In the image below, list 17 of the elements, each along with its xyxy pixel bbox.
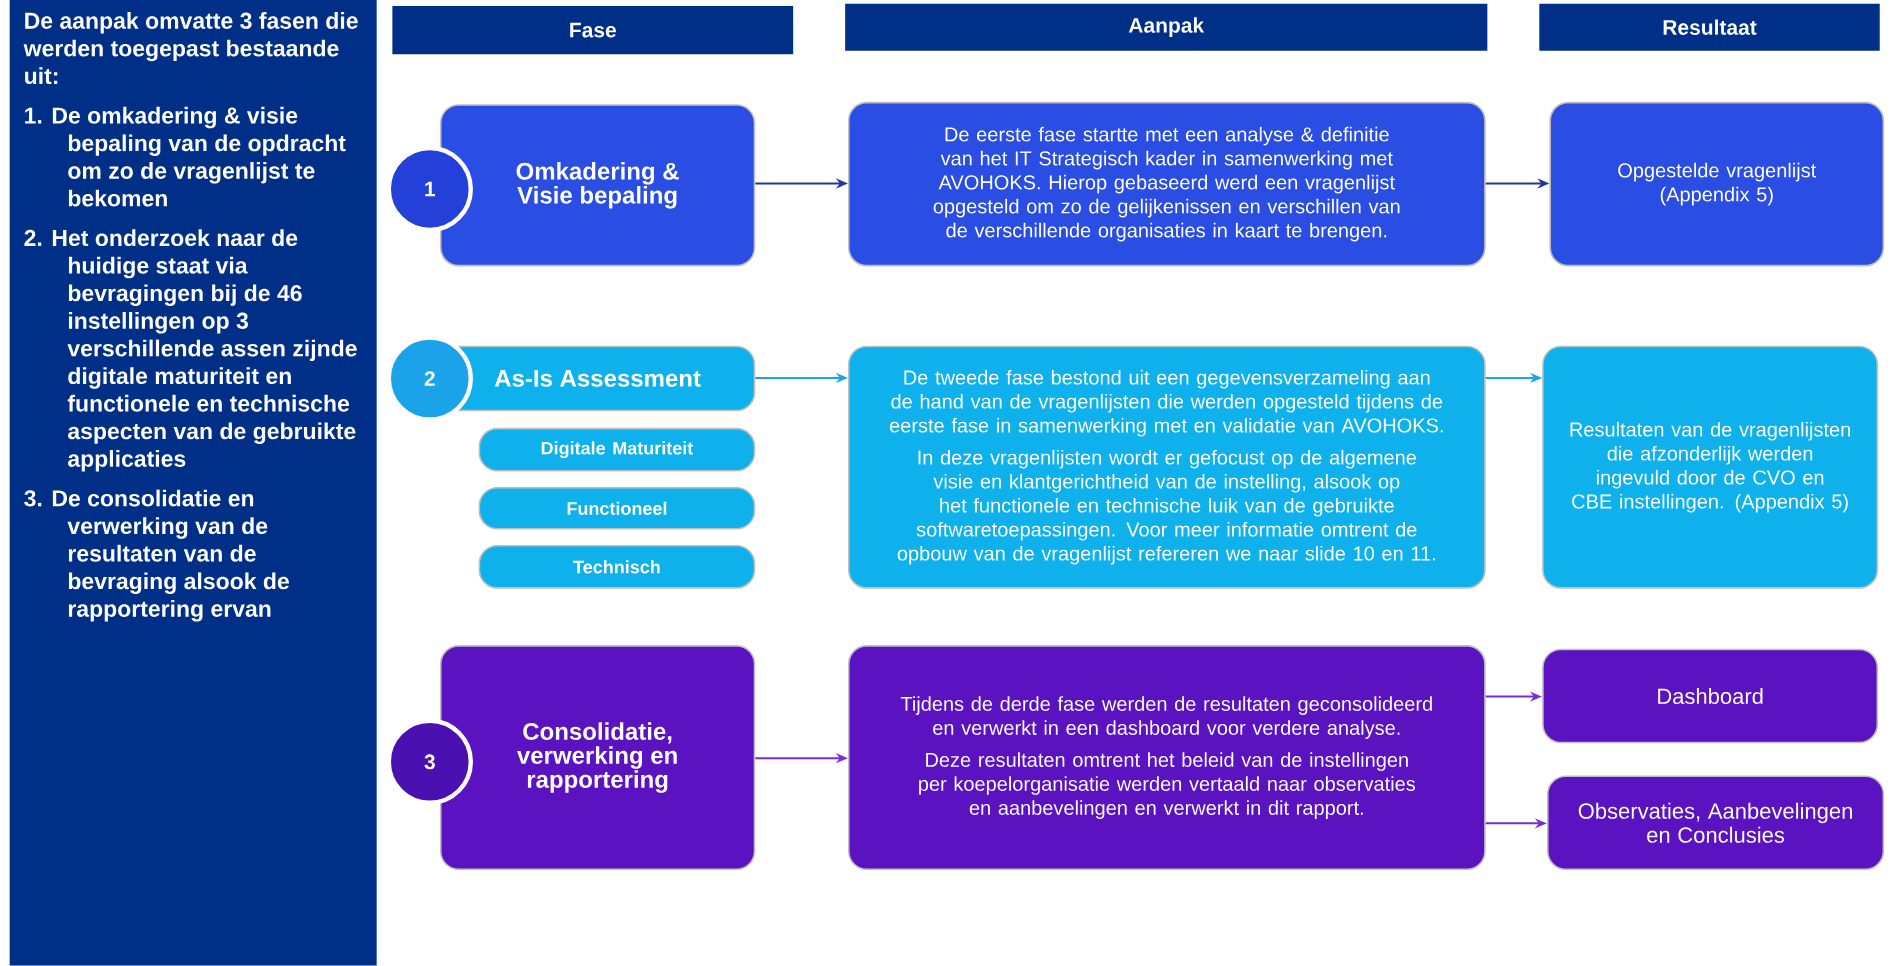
result-box: Resultaten van de vragenlijsten die afzonderlijk werden ingevuld door de CVO en CBE instellingen. (Appendix 5) xyxy=(1542,345,1879,589)
description-box: Tijdens de derde fase werden de resultaten geconsolideerd en verwerkt in een dashboard voor verdere analyse. Deze resultaten omtrent het beleid van de instellingen per koepelorganisatie werden vertaald naar observaties en aanbevelingen en verwerkt in dit rapport. xyxy=(847,645,1486,871)
result-box: Opgestelde vragenlijst (Appendix 5) xyxy=(1549,101,1885,267)
result-box: Dashboard xyxy=(1542,648,1879,744)
sidebar-panel: De aanpak omvatte 3 fasen die werden toegepast bestaande uit: 1. De omkadering & visie bepaling van de opdracht om zo de vragenlijst te bekomen 2. Het onderzoek naar de huidige staat via bevragingen bij de 46 instellingen op 3 verschillende assen zijnde digitale maturiteit en functionele en technische aspecten van de gebruikte applicaties 3. De consolidatie en verwerking van de resultaten van de bevraging alsook de rapportering ervan xyxy=(9,0,377,966)
sub-step-box: Technisch xyxy=(478,545,756,589)
description-box: De eerste fase startte met een analyse & definitie van het IT Strategisch kader in samenwerking met AVOHOKS. Hierop gebaseerd werd een vragenlijst opgesteld om zo de gelijkenissen en verschillen van de verschillende organisaties in kaart te brengen. xyxy=(847,101,1486,267)
sub-step-box: Digitale Maturiteit xyxy=(478,427,756,472)
sub-step-box: Functioneel xyxy=(478,487,756,530)
phase-box: As-Is Assessment xyxy=(439,345,756,412)
result-box: Observaties, Aanbevelingen en Conclusies xyxy=(1546,775,1885,871)
column-header: Aanpak xyxy=(845,3,1488,51)
phase-box: Consolidatie, verwerking en rapportering xyxy=(439,645,756,871)
description-box: De tweede fase bestond uit een gegevensverzameling aan de hand van de vragenlijsten die werden opgesteld tijdens de eerste fase in samenwerking met en validatie van AVOHOKS. In deze vragenlijsten wordt er gefocust op de algemene visie en klantgerichtheid van de instelling, alsook op het functionele en technische luik van de gebruikte softwaretoepassingen. Voor meer informatie omtrent de opbouw van de vragenlijst refereren we naar slide 10 en 11. xyxy=(847,345,1486,589)
column-header: Fase xyxy=(392,6,794,55)
phase-box: Omkadering & Visie bepaling xyxy=(439,104,756,267)
column-header: Resultaat xyxy=(1539,3,1880,51)
